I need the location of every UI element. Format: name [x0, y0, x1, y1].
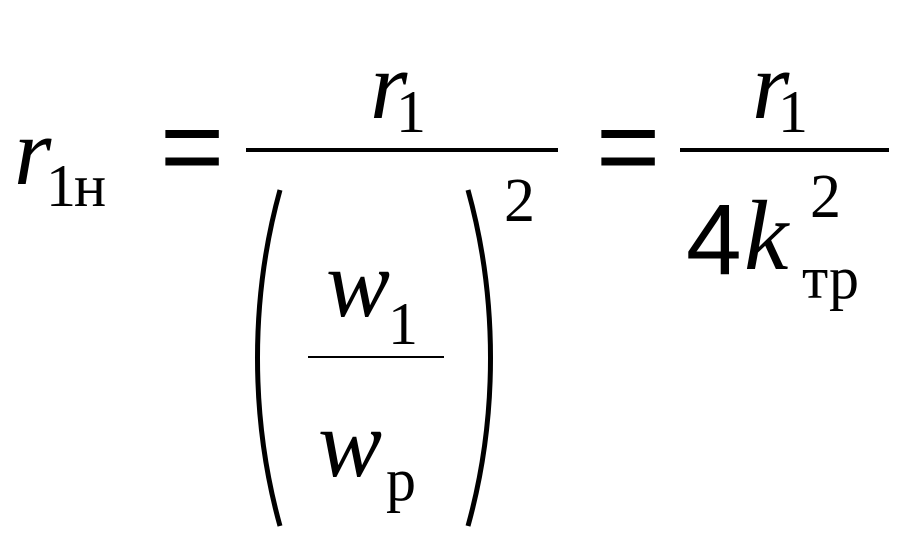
lhs-r-symbol: r [14, 98, 52, 205]
lhs-subscript-index: 1 [46, 153, 76, 219]
fraction2-numerator-symbol: r [752, 32, 790, 139]
left-paren [255, 189, 283, 527]
equals-sign-2: = [596, 85, 661, 208]
inner-denominator-subscript: p [386, 447, 416, 513]
right-paren [465, 189, 493, 527]
inner-numerator-subscript: 1 [388, 291, 418, 357]
fraction2-denominator-symbol: k [744, 180, 789, 291]
fraction2-numerator-subscript: 1 [778, 79, 808, 145]
fraction1-numerator-subscript: 1 [396, 79, 426, 145]
inner-fraction-bar [308, 356, 444, 358]
fraction1-numerator-symbol: r [370, 32, 408, 139]
inner-denominator-symbol: w [318, 390, 383, 497]
fraction1-denominator-exponent: 2 [504, 167, 535, 235]
lhs-subscript-text: н [74, 153, 107, 219]
fraction2-denominator-exponent: 2 [810, 163, 841, 231]
equals-sign-1: = [160, 85, 225, 208]
fraction2-denominator-subscript: тр [802, 245, 859, 311]
fraction2-bar [680, 148, 889, 152]
fraction2-denominator-coefficient: 4 [686, 184, 742, 296]
fraction1-bar [246, 148, 558, 152]
inner-numerator-symbol: w [326, 230, 391, 337]
